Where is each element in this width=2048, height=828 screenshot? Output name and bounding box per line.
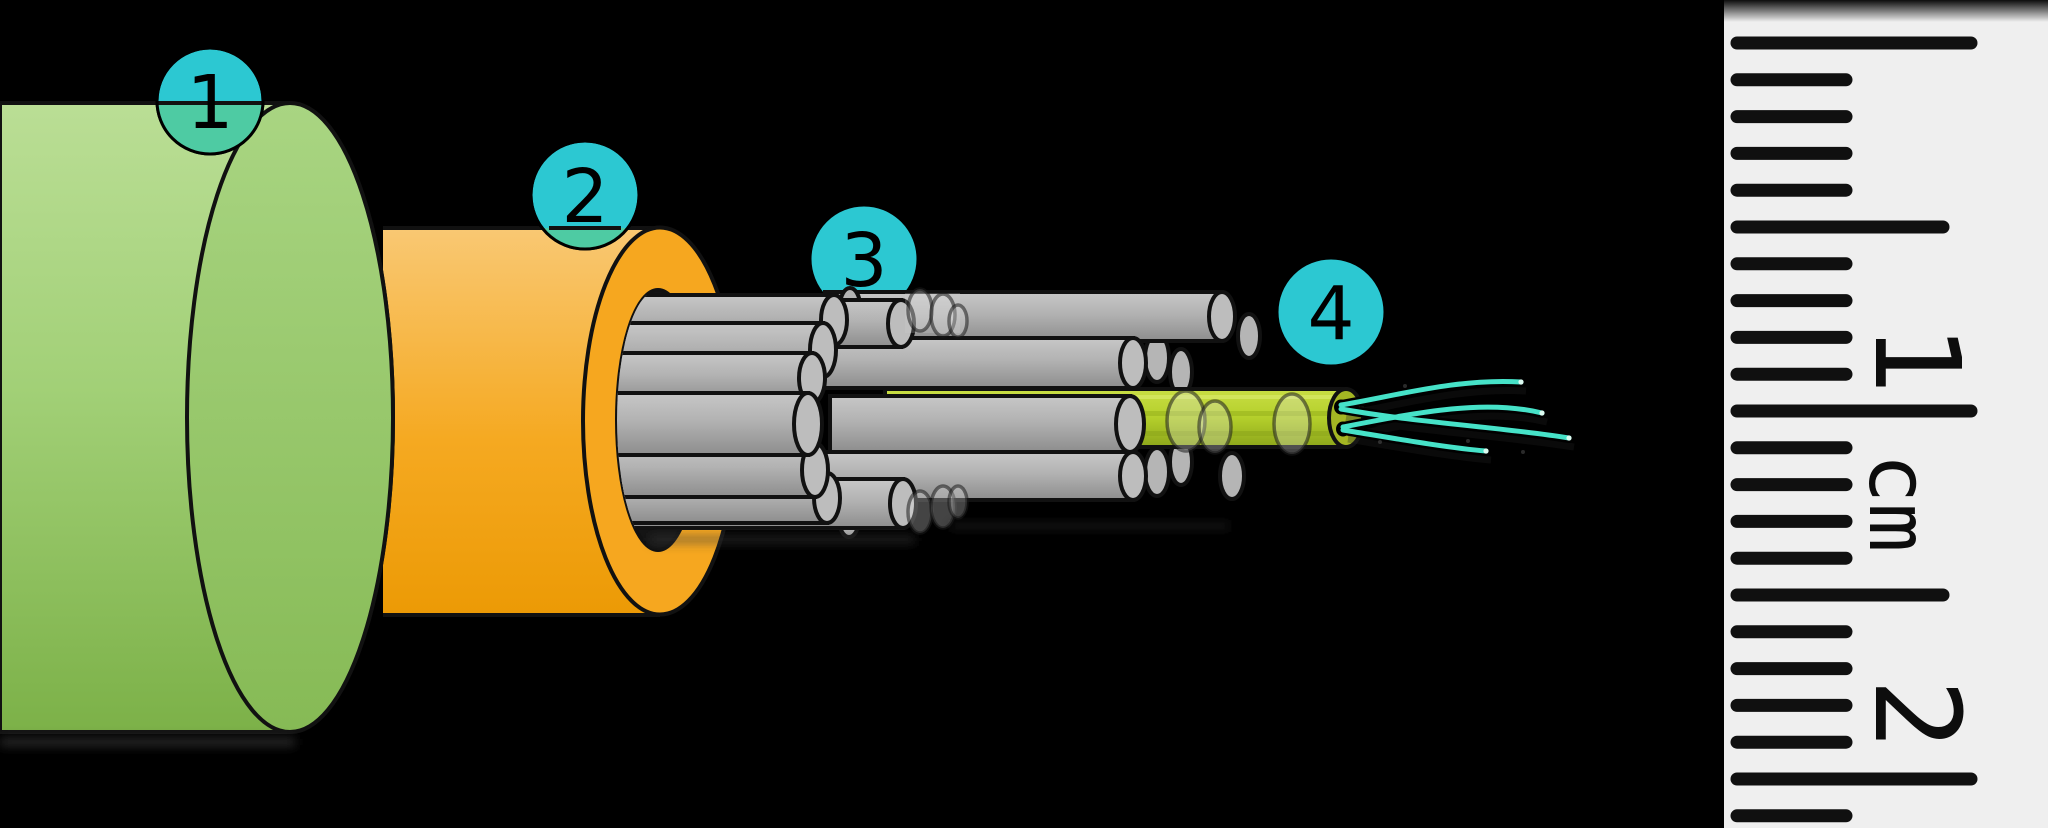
ruler-ticks — [1730, 36, 1978, 823]
buffer-tube-end — [1143, 446, 1171, 498]
callout-4: 4 — [1275, 256, 1387, 368]
ghost-tube-end — [906, 287, 934, 333]
fiber-strand — [1338, 406, 1572, 441]
buffer-tube-end — [1118, 336, 1148, 390]
fiber-strands — [1338, 378, 1572, 454]
ghost-tube-end — [1272, 392, 1312, 456]
callout-4-circle — [1275, 256, 1387, 368]
optical-fibers — [1336, 376, 1575, 464]
fiber-strand — [1340, 404, 1545, 430]
jacket-shadow — [0, 738, 295, 746]
ghost-tube-end — [947, 484, 969, 520]
buffer-tube-end — [1218, 451, 1246, 501]
buffer-tube-bundle-front — [617, 286, 918, 539]
fiber-strand — [1340, 427, 1489, 454]
buffer-tube-end — [1118, 450, 1148, 502]
outer-jacket-green — [0, 101, 395, 734]
outer-jacket-end-face — [185, 101, 395, 734]
buffer-tube-l4 — [617, 391, 824, 457]
ghost-tube-ends — [905, 287, 1312, 535]
buffer-tube-end — [1236, 312, 1262, 360]
ruler-mark-2: 2 — [1848, 678, 1986, 749]
buffer-tube-end — [1114, 394, 1146, 454]
callout-1-number: 1 — [186, 60, 233, 146]
ghost-tube-end — [1197, 399, 1233, 455]
buffer-tube-bundle-rear — [1143, 312, 1262, 501]
callout-2-number: 2 — [561, 154, 608, 240]
callout-4-number: 4 — [1307, 271, 1354, 357]
ruler-mark-1: 1 — [1848, 323, 1986, 394]
ruler-top-shadow — [1724, 0, 2048, 22]
ghost-tube-end — [947, 303, 969, 339]
cast-shadows — [650, 523, 1230, 543]
fiber-speckles — [1378, 384, 1525, 454]
fiber-strand — [1338, 378, 1524, 408]
ghost-tube-end — [1165, 389, 1207, 453]
ruler-unit-label: cm — [1850, 454, 1945, 553]
buffer-tube-end — [1207, 290, 1237, 343]
callout-2: 2 — [529, 139, 641, 251]
fiber-tips — [1483, 379, 1572, 454]
buffer-tube-m3 — [828, 394, 1146, 454]
ghost-tube-end — [906, 489, 934, 535]
callout-1: 1 — [155, 46, 265, 156]
ruler: 1 cm 2 — [1724, 0, 2048, 828]
